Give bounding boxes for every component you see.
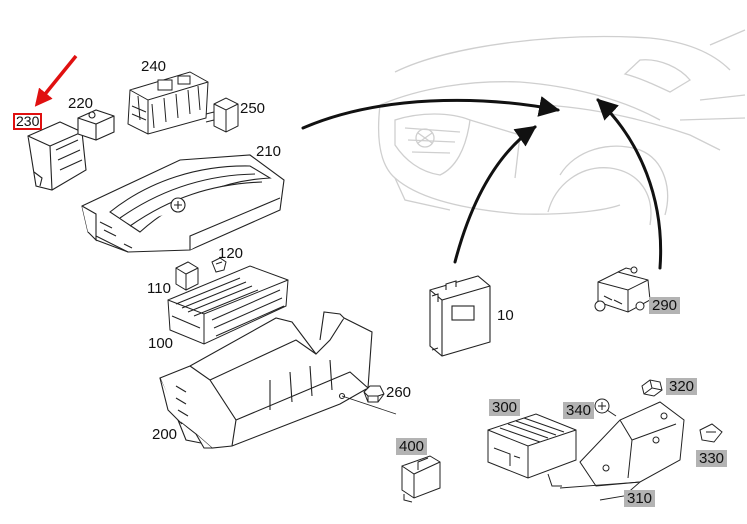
nut-320-drawing xyxy=(641,379,663,397)
part-label-200[interactable]: 200 xyxy=(152,426,178,443)
part-label-230[interactable]: 230 xyxy=(13,113,43,130)
housing-200-drawing xyxy=(159,311,397,449)
clip-330-drawing xyxy=(699,423,723,443)
part-label-210[interactable]: 210 xyxy=(256,143,282,160)
part-label-340[interactable]: 340 xyxy=(563,402,595,419)
vehicle-outline xyxy=(377,29,746,226)
module-240-drawing xyxy=(127,71,209,135)
part-label-300[interactable]: 300 xyxy=(489,399,521,416)
cap-220-drawing xyxy=(77,109,115,141)
ecu-10-drawing xyxy=(429,275,491,357)
part-label-400[interactable]: 400 xyxy=(396,438,428,455)
part-label-100[interactable]: 100 xyxy=(148,335,174,352)
flow-arrows xyxy=(301,96,663,270)
part-label-220[interactable]: 220 xyxy=(68,95,94,112)
part-label-110[interactable]: 110 xyxy=(147,280,171,297)
part-label-240[interactable]: 240 xyxy=(141,58,167,75)
module-300-drawing xyxy=(487,413,577,487)
part-label-290[interactable]: 290 xyxy=(649,297,681,314)
cover-230-drawing xyxy=(27,121,87,191)
relay-250-drawing xyxy=(205,97,239,133)
bracket-310-drawing xyxy=(559,401,685,501)
part-label-250[interactable]: 250 xyxy=(240,100,266,117)
part-label-320[interactable]: 320 xyxy=(666,378,698,395)
part-label-10[interactable]: 10 xyxy=(497,307,514,324)
arrow-to-vehicle-from-fusebox xyxy=(301,96,561,130)
part-label-330[interactable]: 330 xyxy=(696,450,728,467)
highlight-pointer xyxy=(34,54,78,107)
part-label-120[interactable]: 120 xyxy=(218,245,244,262)
sensor-290-drawing xyxy=(594,266,651,313)
clip-120-drawing xyxy=(211,257,227,273)
arrow-to-vehicle-from-ecu xyxy=(453,125,537,264)
screw-340-drawing xyxy=(594,398,617,417)
arrow-to-vehicle-from-sensor xyxy=(596,98,663,270)
fusebox-cover-210-drawing xyxy=(81,154,285,253)
part-label-260[interactable]: 260 xyxy=(386,384,412,401)
part-label-310[interactable]: 310 xyxy=(624,490,656,507)
connector-400-drawing xyxy=(401,455,441,503)
nut-260-drawing xyxy=(363,385,385,403)
fuse-carrier-100-drawing xyxy=(167,265,289,345)
relay-110-drawing xyxy=(175,261,199,291)
